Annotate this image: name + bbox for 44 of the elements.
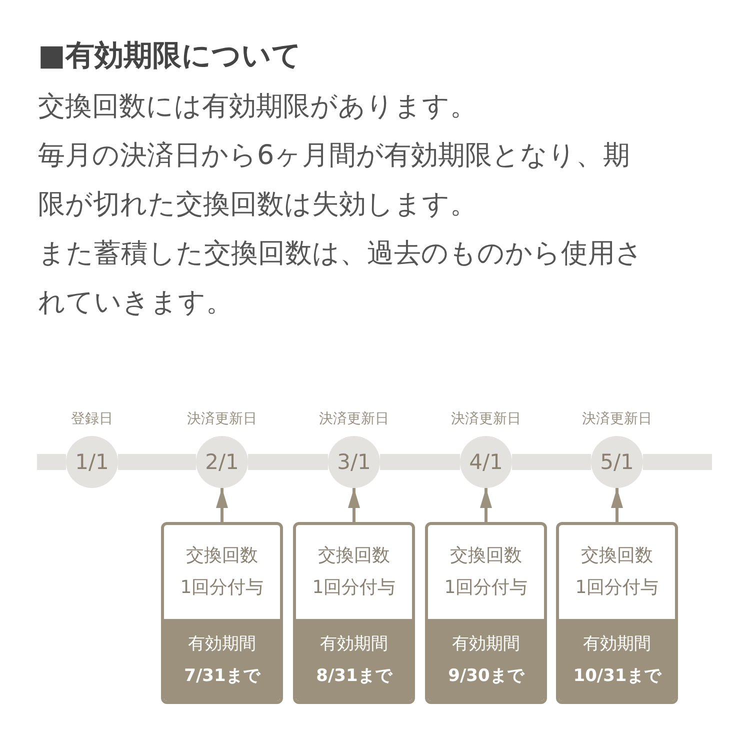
card-text: 交換回数	[450, 544, 522, 568]
validity-text: 有効期間	[320, 633, 388, 656]
timeline-bar	[248, 454, 328, 470]
date-text: 5/1	[600, 450, 634, 474]
date-text: 3/1	[337, 450, 371, 474]
timeline-bar	[380, 454, 460, 470]
paragraph-text: また蓄積した交換回数は、過去のものから使用されていきます。	[38, 237, 644, 320]
card-text: 1回分付与	[180, 576, 264, 600]
card-text: 交換回数	[318, 544, 390, 568]
date-caption: 決済更新日	[187, 410, 257, 428]
validity-text: 8/31まで	[316, 665, 392, 688]
card-text: 1回分付与	[312, 576, 396, 600]
date-caption: 登録日	[71, 410, 113, 428]
validity-card	[556, 522, 678, 704]
pointer-arrow	[216, 488, 228, 522]
validity-text: 7/31まで	[184, 665, 260, 688]
card-text: 1回分付与	[575, 576, 659, 600]
validity-card	[293, 522, 415, 704]
validity-text: 有効期間	[188, 633, 256, 656]
validity-text: 有効期間	[583, 633, 651, 656]
date-text: 2/1	[205, 450, 239, 474]
pointer-arrow	[348, 488, 360, 522]
timeline-bar	[512, 454, 591, 470]
card-text: 交換回数	[186, 544, 258, 568]
date-text: 1/1	[75, 450, 109, 474]
validity-card	[425, 522, 547, 704]
date-text: 4/1	[469, 450, 503, 474]
pointer-arrow	[611, 488, 623, 522]
validity-text: 9/30まで	[448, 665, 524, 688]
date-caption: 決済更新日	[319, 410, 389, 428]
timeline-bar	[643, 454, 712, 470]
date-caption: 決済更新日	[582, 410, 652, 428]
card-text: 1回分付与	[444, 576, 528, 600]
card-text: 交換回数	[581, 544, 653, 568]
validity-text: 10/31まで	[573, 665, 661, 688]
validity-card	[161, 522, 283, 704]
timeline-bar	[118, 454, 196, 470]
timeline-bar	[37, 454, 66, 470]
paragraph-text: 毎月の決済日から6ヶ月間が有効期限となり、期限が切れた交換回数は失効します。	[38, 139, 632, 222]
date-caption: 決済更新日	[451, 410, 521, 428]
paragraph-text: 交換回数には有効期限があります。	[38, 90, 478, 124]
pointer-arrow	[480, 488, 492, 522]
title: ■有効期限について	[38, 37, 302, 74]
validity-text: 有効期間	[452, 633, 520, 656]
